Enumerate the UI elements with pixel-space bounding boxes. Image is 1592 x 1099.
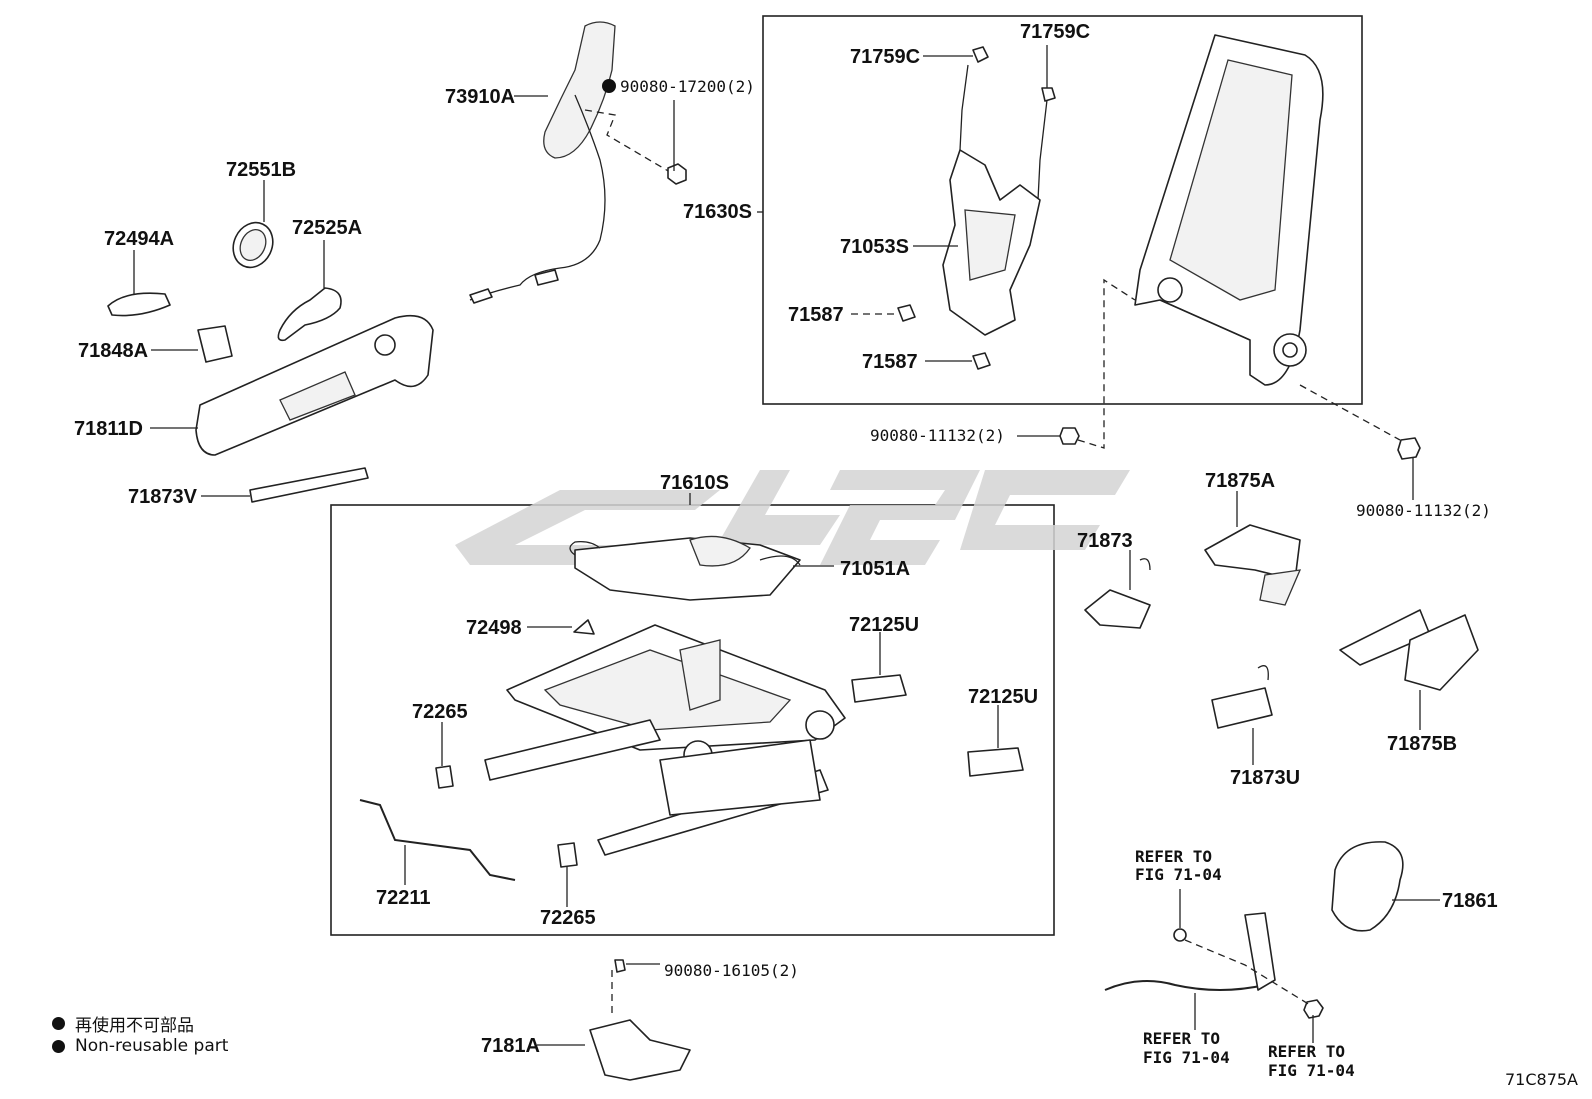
label-71051A: 71051A xyxy=(840,558,910,580)
part-71848A-shape xyxy=(151,325,233,363)
legend-dot xyxy=(52,1039,65,1053)
label-90080-11132-a: 90080-11132(2) xyxy=(870,426,1005,445)
label-71630S: 71630S xyxy=(683,201,752,223)
part-72125U-b-shape xyxy=(967,705,1024,777)
part-72551B-shape xyxy=(232,180,274,269)
label-71873: 71873 xyxy=(1077,530,1133,552)
legend-chinese-text: 再使用不可部品 xyxy=(75,1016,194,1036)
non-reusable-marker xyxy=(602,79,616,93)
label-90080-16105: 90080-16105(2) xyxy=(664,961,799,980)
part-seatbelt-buckle xyxy=(1104,889,1324,1043)
part-71053S-shape xyxy=(897,46,1056,370)
label-72498: 72498 xyxy=(466,617,522,639)
part-72494A-shape xyxy=(107,250,171,317)
label-71811D: 71811D xyxy=(74,418,143,440)
label-refer-1-line1: REFER TO xyxy=(1135,847,1212,866)
label-71848A: 71848A xyxy=(78,340,148,362)
part-71873U-shape xyxy=(1211,665,1273,765)
label-71587-a: 71587 xyxy=(788,304,844,326)
part-72125U-a-shape xyxy=(851,632,907,703)
label-71053S: 71053S xyxy=(840,236,909,258)
label-90080-17200: 90080-17200(2) xyxy=(620,77,755,96)
legend-chinese: 再使用不可部品 xyxy=(52,1011,194,1036)
part-71051A-shape xyxy=(569,535,801,601)
label-refer-3-line1: REFER TO xyxy=(1268,1042,1345,1061)
label-71759C-a: 71759C xyxy=(850,46,920,68)
label-72494A: 72494A xyxy=(104,228,174,250)
label-71873U: 71873U xyxy=(1230,767,1300,789)
part-71875B-shape xyxy=(1339,609,1479,730)
part-71630S-frame xyxy=(1134,34,1324,386)
label-90080-11132-b: 90080-11132(2) xyxy=(1356,501,1491,520)
label-72125U-b: 72125U xyxy=(968,686,1038,708)
legend-dot xyxy=(52,1017,65,1030)
legend-english: Non-reusable part xyxy=(52,1036,228,1056)
label-71875A: 71875A xyxy=(1205,470,1275,492)
label-72551B: 72551B xyxy=(226,159,296,181)
label-refer-1-line2: FIG 71-04 xyxy=(1135,865,1222,884)
bolt-90080-11132-b xyxy=(1299,384,1421,500)
label-72525A: 72525A xyxy=(292,217,362,239)
label-71759C-b: 71759C xyxy=(1020,21,1090,43)
part-seat-frame-assembly xyxy=(484,624,846,856)
label-71861: 71861 xyxy=(1442,890,1498,912)
legend-english-text: Non-reusable part xyxy=(75,1036,229,1056)
seatback-frame-group-box xyxy=(762,15,1363,405)
label-71587-b: 71587 xyxy=(862,351,918,373)
part-72525A-shape xyxy=(277,240,342,342)
figure-code: 71C875A xyxy=(1504,1070,1578,1089)
label-72211: 72211 xyxy=(376,887,431,909)
part-72211-shape xyxy=(359,799,516,885)
part-73910A-shape xyxy=(469,21,687,304)
label-71873V: 71873V xyxy=(128,486,198,508)
label-71875B: 71875B xyxy=(1387,733,1457,755)
part-72265-a-shape xyxy=(435,722,454,789)
label-71610S: 71610S xyxy=(660,472,729,494)
part-71811D-shape xyxy=(150,314,434,456)
bolt-90080-11132-a xyxy=(1017,278,1136,449)
watermark-logo xyxy=(455,470,1130,565)
label-72265-a: 72265 xyxy=(412,701,468,723)
label-72125U-a: 72125U xyxy=(849,614,919,636)
label-72265-b: 72265 xyxy=(540,907,596,929)
part-71873V-shape xyxy=(201,467,369,503)
part-71875A-shape xyxy=(1204,491,1302,606)
label-73910A: 73910A xyxy=(445,86,515,108)
part-71861-shape xyxy=(1331,841,1440,932)
part-72498-shape xyxy=(527,619,595,635)
part-71873-shape xyxy=(1084,550,1151,629)
label-refer-3-line2: FIG 71-04 xyxy=(1268,1061,1355,1080)
part-7181A-shape xyxy=(537,959,691,1081)
part-72265-b-shape xyxy=(557,842,578,907)
label-refer-2-line2: FIG 71-04 xyxy=(1143,1048,1230,1067)
label-7181A: 7181A xyxy=(481,1035,540,1057)
label-refer-2-line1: REFER TO xyxy=(1143,1029,1220,1048)
